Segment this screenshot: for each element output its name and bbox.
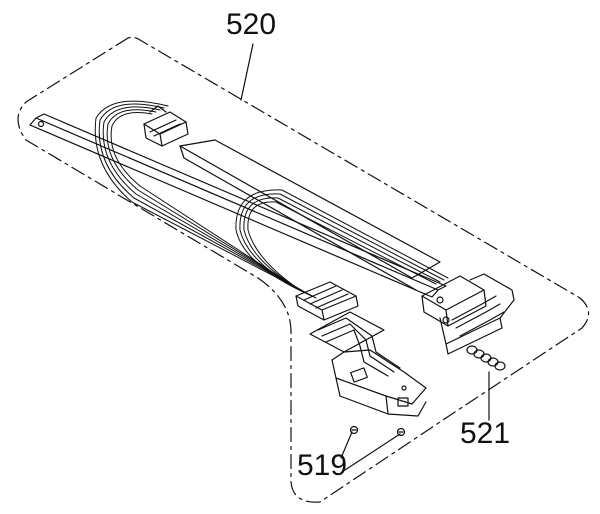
upper-connector (143, 105, 189, 147)
lower-connector (295, 281, 359, 321)
assembly-boundary-dashed (17, 36, 590, 503)
ring-set-521 (466, 345, 506, 371)
callout-520: 520 (226, 8, 277, 41)
flat-strap (29, 113, 447, 298)
lower-flex-board (309, 311, 427, 417)
screws-519 (349, 425, 406, 437)
leader-line-519-a (340, 431, 353, 459)
right-connector-board (421, 273, 515, 355)
flexible-cable-loops (94, 100, 449, 299)
leader-line-519-b (344, 433, 401, 471)
leader-line-520 (240, 43, 254, 101)
callout-521: 521 (460, 417, 511, 450)
callout-519: 519 (297, 449, 348, 482)
